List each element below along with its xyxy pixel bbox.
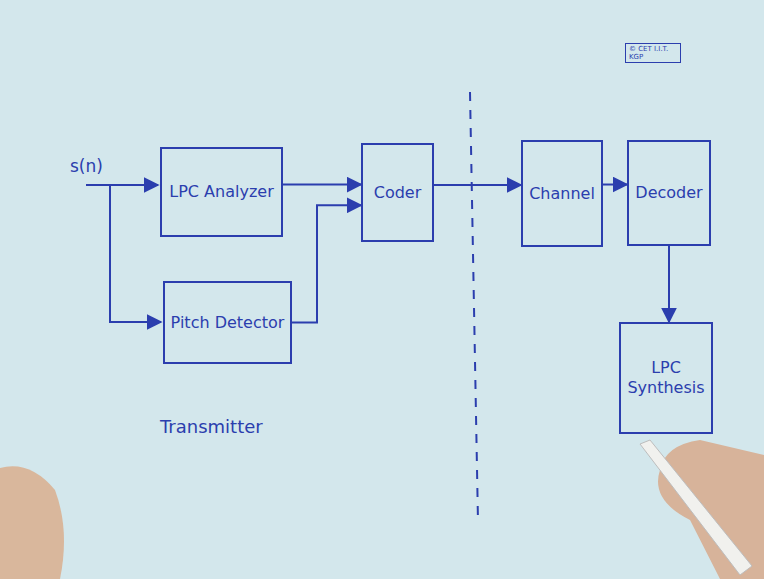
divider-dashed-line — [470, 92, 478, 522]
signal-arrow — [434, 184, 521, 186]
signal-name: s(n) — [70, 156, 103, 176]
box-label: LPC Synthesis — [621, 354, 711, 402]
process-box: LPC Synthesis — [619, 322, 713, 434]
signal-arrow — [283, 184, 361, 186]
process-box: Pitch Detector — [163, 281, 292, 364]
box-label: LPC Analyzer — [165, 178, 277, 206]
process-box: Channel — [521, 140, 603, 247]
signal-arrow — [603, 184, 627, 186]
process-box: Coder — [361, 143, 434, 242]
box-label: Channel — [525, 180, 599, 208]
watermark: © CET I.I.T. KGP — [625, 43, 681, 63]
box-label: Decoder — [631, 179, 706, 207]
hand-right — [658, 440, 764, 579]
signal-arrow — [292, 205, 361, 322]
box-label: Coder — [370, 179, 426, 207]
process-box: LPC Analyzer — [160, 147, 283, 237]
box-label: Pitch Detector — [167, 309, 289, 337]
process-box: Decoder — [627, 140, 711, 246]
hand-left — [0, 466, 64, 579]
section-label: Transmitter — [160, 416, 263, 437]
pen — [640, 440, 752, 575]
signal-arrow — [668, 246, 670, 322]
input-branch-line — [110, 185, 161, 322]
input-signal-line — [86, 184, 158, 186]
